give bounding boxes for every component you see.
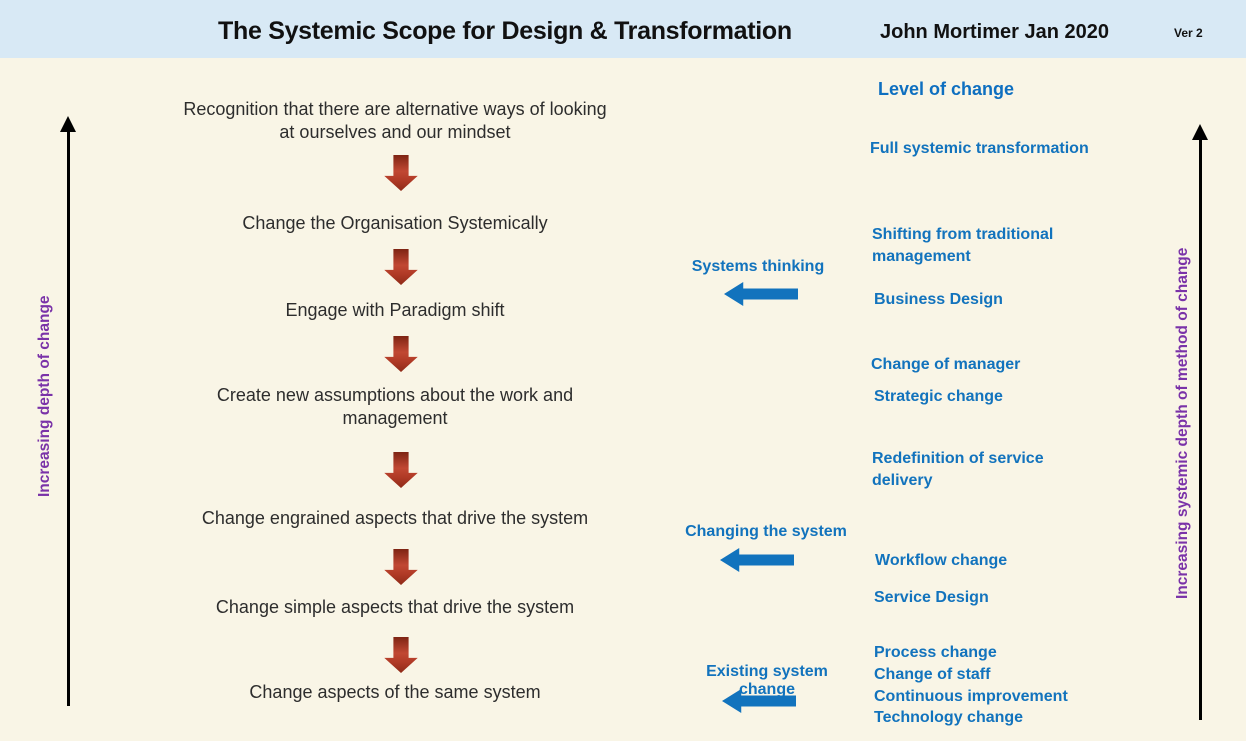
down-arrow-icon: [384, 249, 418, 285]
method-label: Systems thinking: [691, 258, 825, 275]
down-arrow-icon: [384, 452, 418, 488]
method-label: Existing system change: [706, 663, 828, 698]
level-item: Redefinition of service delivery: [872, 450, 1044, 489]
flow-step: Engage with Paradigm shift: [285, 300, 505, 320]
down-arrow-icon: [384, 155, 418, 191]
left-arrow-icon: [724, 282, 798, 306]
up-arrow-icon: [60, 116, 76, 706]
level-item: Workflow change: [875, 552, 1008, 569]
arrow-shaft: [1198, 138, 1202, 720]
author-credit: John Mortimer Jan 2020: [880, 21, 1109, 43]
level-item: Strategic change: [874, 388, 1003, 405]
header-bar: The Systemic Scope for Design & Transfor…: [0, 0, 1246, 58]
level-item: Process change: [874, 644, 997, 661]
down-arrow-icon: [384, 549, 418, 585]
down-arrow-icon: [384, 336, 418, 372]
level-item: Technology change: [874, 709, 1024, 726]
flow-step: Change the Organisation Systemically: [242, 213, 548, 233]
level-item: Continuous improvement: [874, 688, 1068, 705]
level-item: Change of manager: [871, 356, 1021, 373]
flow-step: Recognition that there are alternative w…: [183, 99, 607, 142]
left-arrow-icon: [720, 548, 794, 572]
right-axis-label: Increasing systemic depth of method of c…: [1174, 247, 1191, 599]
down-arrow-icon: [384, 637, 418, 673]
page-title: The Systemic Scope for Design & Transfor…: [218, 17, 792, 45]
flow-step: Create new assumptions about the work an…: [216, 385, 574, 428]
level-item: Business Design: [874, 291, 1003, 308]
flow-step: Change engrained aspects that drive the …: [201, 508, 589, 528]
level-item: Shifting from traditional management: [872, 226, 1054, 265]
left-axis-label: Increasing depth of change: [36, 295, 53, 497]
level-item: Service Design: [874, 589, 989, 606]
flow-step: Change simple aspects that drive the sys…: [215, 597, 575, 617]
arrowhead: [1192, 124, 1208, 140]
flow-step: Change aspects of the same system: [249, 682, 541, 702]
method-label: Changing the system: [685, 523, 847, 540]
version-label: Ver 2: [1174, 26, 1203, 40]
level-item: Change of staff: [874, 666, 991, 683]
level-item: Full systemic transformation: [870, 140, 1089, 157]
arrow-shaft: [66, 130, 70, 706]
up-arrow-icon: [1192, 124, 1208, 720]
arrowhead: [60, 116, 76, 132]
levels-heading: Level of change: [878, 79, 1015, 99]
